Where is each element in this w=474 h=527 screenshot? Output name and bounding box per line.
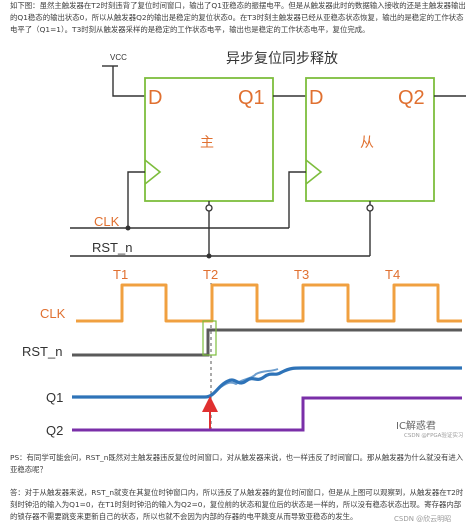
rst-waveform — [72, 328, 462, 357]
slave-reset-bubble — [366, 204, 374, 212]
master-flip-flop — [144, 77, 274, 202]
diagram-title: 异步复位同步释放 — [226, 50, 338, 66]
reset-diagram: 异步复位同步释放 VCC D Q1 主 D Q2 从 CLK RST_n T1 … — [22, 50, 466, 438]
slave-q-label: Q2 — [398, 87, 425, 109]
q2-signal-label: Q2 — [46, 423, 63, 438]
master-name: 主 — [200, 134, 214, 150]
ps-paragraph: PS：有同学可能会问，RST_n既然对主触发器违反复位时间窗口，对从触发器来说，… — [10, 453, 464, 474]
clk-wire-master — [127, 171, 145, 228]
clk-signal-label: CLK — [40, 306, 66, 321]
reset-window-box — [202, 320, 217, 356]
rst-label: RST_n — [92, 240, 132, 255]
master-reset-bubble — [205, 204, 213, 212]
t1-label: T1 — [113, 267, 128, 282]
clk-wire-slave — [288, 171, 306, 228]
master-clock-triangle — [144, 159, 162, 185]
t2-label: T2 — [203, 267, 218, 282]
t3-label: T3 — [294, 267, 309, 282]
slave-clock-triangle — [305, 159, 323, 185]
t4-label: T4 — [385, 267, 400, 282]
clk-label: CLK — [94, 214, 120, 229]
watermark-sub2: CSDN @欣云明昭 — [394, 515, 452, 523]
q1-signal-label: Q1 — [46, 390, 63, 405]
vcc-wire — [112, 66, 145, 97]
watermark-sub1: CSDN @FPGA验证实习 — [404, 433, 464, 439]
master-d-label: D — [148, 87, 162, 109]
rst-junction — [206, 253, 212, 259]
slave-d-label: D — [309, 87, 323, 109]
intro-paragraph: 如下图：虽然主触发器在T2时刻违背了复位时间窗口，输出了Q1亚稳态的振摆电平。但… — [10, 1, 466, 34]
q2-waveform — [72, 396, 462, 432]
master-q-label: Q1 — [238, 87, 265, 109]
slave-name: 从 — [360, 134, 374, 150]
watermark-main: IC解惑君 — [396, 421, 436, 432]
answer-paragraph: 答：对于从触发器来说，RST_n就变在其复位时钟窗口内，所以违反了从触发器的复位… — [10, 488, 464, 521]
clk-junction — [125, 225, 131, 231]
rst-signal-label: RST_n — [22, 344, 62, 359]
q1-metastable-ripple — [217, 368, 279, 390]
q1-waveform — [72, 366, 462, 399]
clk-waveform — [76, 283, 462, 323]
vcc-label: VCC — [110, 53, 127, 62]
